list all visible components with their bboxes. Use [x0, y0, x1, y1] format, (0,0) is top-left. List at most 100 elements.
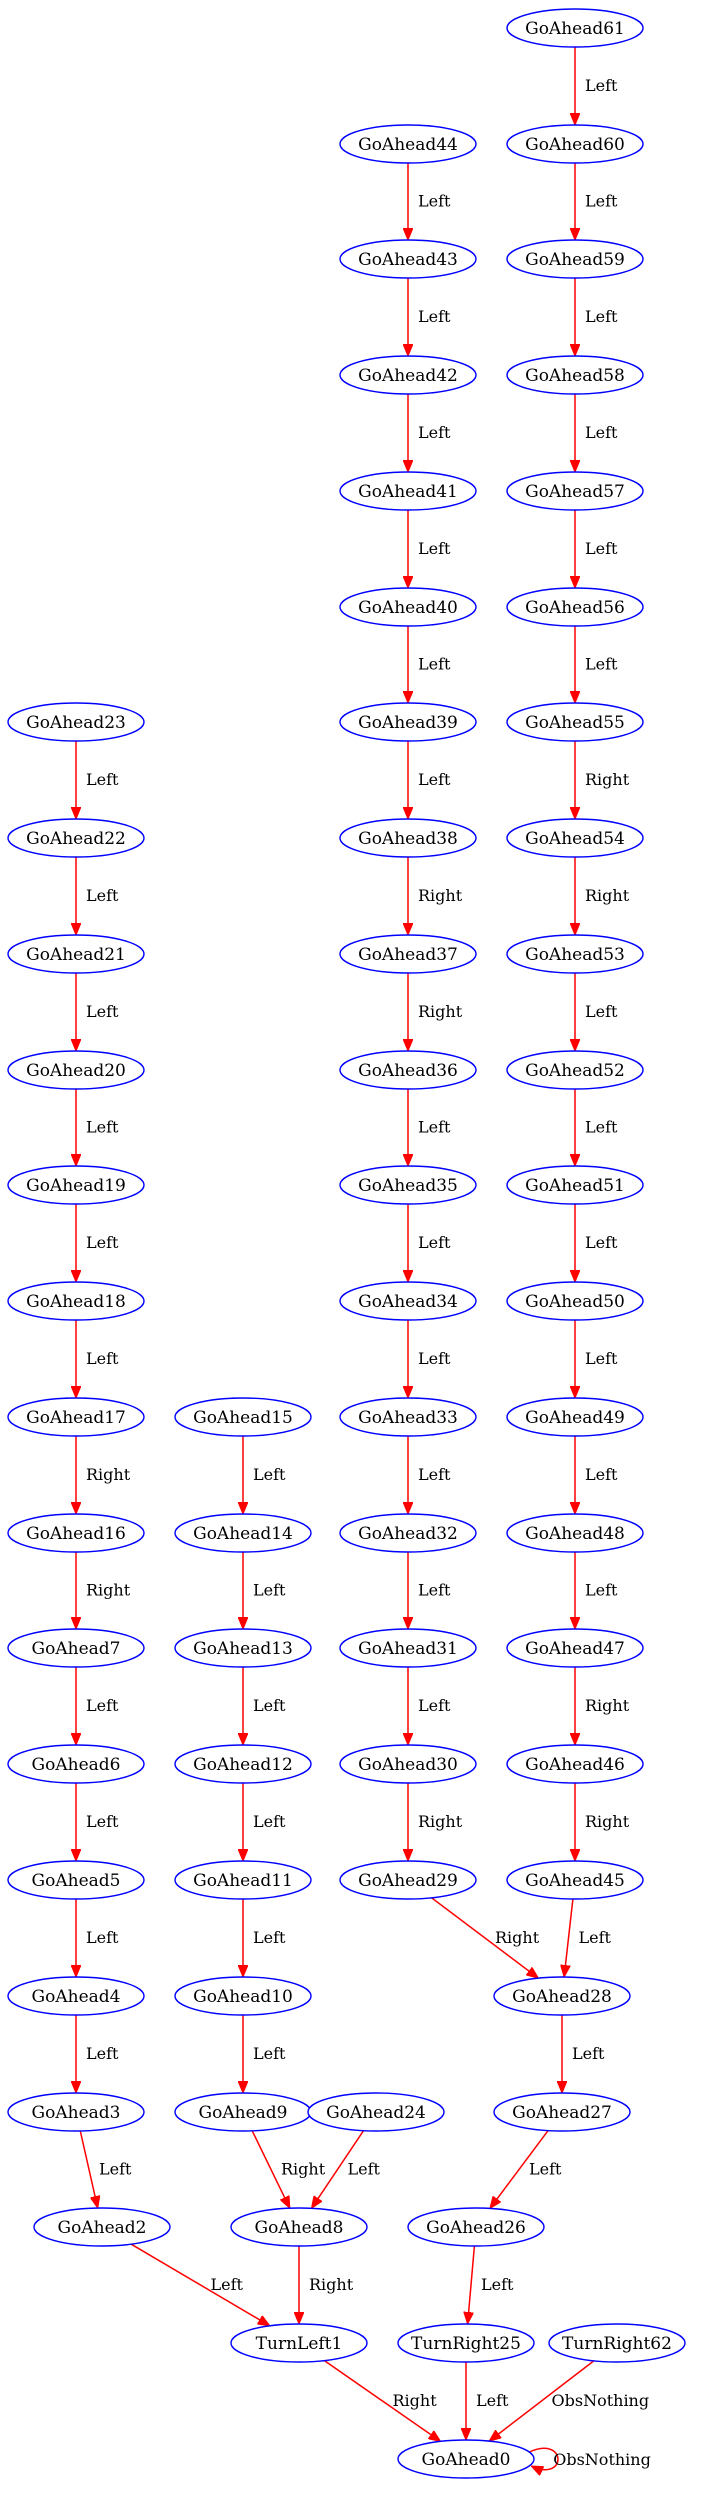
node-ellipse: [339, 1165, 477, 1205]
edge-turnright62-to-goahead0: ObsNothing: [489, 2360, 649, 2441]
edge-label: Left: [585, 1349, 618, 1368]
edge-goahead39-to-goahead38: Left: [408, 741, 451, 819]
node-label: GoAhead39: [358, 713, 458, 733]
edge-goahead20-to-goahead19: Left: [76, 1089, 119, 1166]
node-label: GoAhead2: [58, 2218, 147, 2238]
node-ellipse: [506, 702, 644, 742]
node-label: GoAhead57: [525, 482, 625, 502]
node-goahead48: GoAhead48: [506, 1513, 644, 1553]
edge-goahead35-to-goahead34: Left: [408, 1204, 451, 1282]
edge-label: Right: [585, 770, 630, 789]
node-ellipse: [339, 239, 477, 279]
edge-label: Right: [585, 1812, 630, 1831]
node-ellipse: [506, 934, 644, 974]
edge-label: Right: [418, 1002, 463, 1021]
node-goahead8: GoAhead8: [230, 2207, 368, 2247]
edge-goahead28-to-goahead27: Left: [562, 2015, 605, 2093]
edge-goahead33-to-goahead32: Left: [408, 1436, 451, 1514]
edge-line: [564, 1898, 574, 1977]
edge-label: Left: [253, 1928, 286, 1947]
edge-label: Left: [585, 307, 618, 326]
node-goahead3: GoAhead3: [7, 2092, 145, 2132]
node-ellipse: [307, 2092, 445, 2132]
node-goahead12: GoAhead12: [174, 1744, 312, 1784]
edge-goahead22-to-goahead21: Left: [76, 857, 119, 935]
edge-goahead45-to-goahead28: Left: [564, 1898, 612, 1977]
edge-label: Left: [418, 539, 451, 558]
edge-goahead29-to-goahead28: Right: [431, 1897, 540, 1978]
edge-goahead12-to-goahead11: Left: [243, 1783, 286, 1861]
node-ellipse: [7, 1513, 145, 1553]
node-goahead2: GoAhead2: [33, 2207, 171, 2247]
node-label: GoAhead16: [26, 1524, 126, 1544]
edge-goahead57-to-goahead56: Left: [575, 510, 618, 588]
edge-goahead51-to-goahead50: Left: [575, 1204, 618, 1282]
node-label: GoAhead61: [525, 19, 625, 39]
node-label: GoAhead20: [26, 1061, 126, 1081]
node-label: TurnRight25: [411, 2334, 521, 2354]
node-label: GoAhead23: [26, 713, 126, 733]
node-goahead32: GoAhead32: [339, 1513, 477, 1553]
edge-line: [130, 2243, 270, 2326]
node-ellipse: [7, 934, 145, 974]
edge-goahead58-to-goahead57: Left: [575, 394, 618, 472]
edge-goahead14-to-goahead13: Left: [243, 1552, 286, 1629]
node-goahead15: GoAhead15: [174, 1397, 312, 1437]
node-ellipse: [7, 1397, 145, 1437]
node-label: GoAhead46: [525, 1755, 625, 1775]
edge-goahead40-to-goahead39: Left: [408, 626, 451, 703]
edge-line: [79, 2130, 97, 2208]
node-ellipse: [230, 2207, 368, 2247]
edge-label: Left: [99, 2160, 132, 2179]
node-label: GoAhead10: [193, 1987, 293, 2007]
edge-goahead4-to-goahead3: Left: [76, 2015, 119, 2093]
node-goahead54: GoAhead54: [506, 818, 644, 858]
node-goahead4: GoAhead4: [7, 1976, 145, 2016]
node-label: GoAhead18: [26, 1292, 126, 1312]
node-ellipse: [7, 702, 145, 742]
node-ellipse: [493, 1976, 631, 2016]
node-goahead30: GoAhead30: [339, 1744, 477, 1784]
node-label: GoAhead15: [193, 1408, 293, 1428]
node-label: GoAhead49: [525, 1408, 625, 1428]
node-ellipse: [339, 1744, 477, 1784]
edge-line: [323, 2359, 440, 2442]
node-ellipse: [506, 1744, 644, 1784]
edge-label: Right: [585, 886, 630, 905]
edge-goahead13-to-goahead12: Left: [243, 1667, 286, 1745]
edge-goahead24-to-goahead8: Left: [312, 2130, 381, 2209]
edge-label: Left: [585, 1581, 618, 1600]
edge-label: Left: [418, 655, 451, 674]
node-ellipse: [174, 1976, 312, 2016]
edge-label: Left: [418, 1696, 451, 1715]
node-goahead33: GoAhead33: [339, 1397, 477, 1437]
node-ellipse: [506, 1397, 644, 1437]
edge-goahead31-to-goahead30: Left: [408, 1667, 451, 1745]
node-label: GoAhead8: [255, 2218, 344, 2238]
edge-turnleft1-to-goahead0: Right: [323, 2359, 440, 2442]
edge-label: Left: [86, 1812, 119, 1831]
node-goahead47: GoAhead47: [506, 1628, 644, 1668]
edge-goahead49-to-goahead48: Left: [575, 1436, 618, 1514]
node-ellipse: [7, 1050, 145, 1090]
node-goahead0: GoAhead0: [397, 2439, 535, 2479]
edge-goahead21-to-goahead20: Left: [76, 973, 119, 1051]
edge-label: Left: [585, 1465, 618, 1484]
node-ellipse: [174, 1860, 312, 1900]
node-ellipse: [174, 1513, 312, 1553]
node-label: GoAhead30: [358, 1755, 458, 1775]
node-ellipse: [506, 1281, 644, 1321]
node-goahead24: GoAhead24: [307, 2092, 445, 2132]
edge-line: [528, 2447, 559, 2469]
edge-goahead8-to-turnleft1: Right: [299, 2246, 354, 2324]
node-label: GoAhead45: [525, 1871, 625, 1891]
edge-label: Left: [579, 1928, 612, 1947]
edge-label: Left: [585, 539, 618, 558]
edge-goahead15-to-goahead14: Left: [243, 1436, 286, 1514]
node-goahead5: GoAhead5: [7, 1860, 145, 1900]
node-goahead16: GoAhead16: [7, 1513, 145, 1553]
node-ellipse: [397, 2439, 535, 2479]
node-ellipse: [339, 702, 477, 742]
node-ellipse: [506, 1513, 644, 1553]
node-label: GoAhead0: [422, 2450, 511, 2470]
